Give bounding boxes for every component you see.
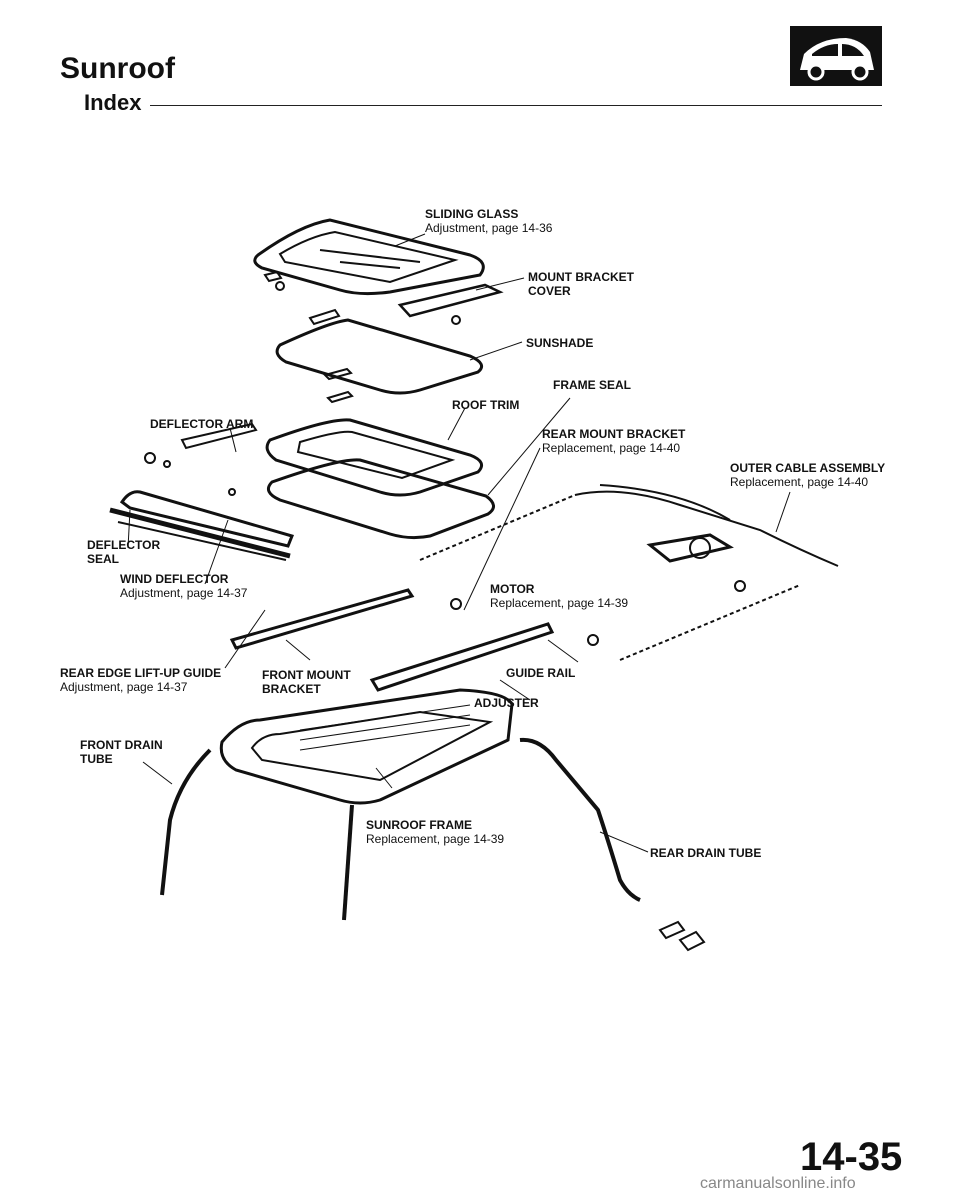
label-frame-seal: FRAME SEAL	[553, 378, 631, 392]
section-subtitle: Index	[84, 90, 142, 115]
label-roof-trim: ROOF TRIM	[452, 398, 520, 412]
sunshade-part	[275, 318, 484, 404]
label-guide-rail: GUIDE RAIL	[506, 666, 576, 680]
sliding-glass-part	[253, 218, 485, 296]
label-sunshade: SUNSHADE	[526, 336, 594, 350]
roof-trim-part	[265, 418, 495, 540]
label-adjuster: ADJUSTER	[474, 696, 539, 710]
guide-rail-part	[229, 484, 839, 692]
label-mount-bracket-cover: MOUNT BRACKET COVER	[528, 270, 634, 298]
label-motor: MOTOR Replacement, page 14-39	[490, 582, 629, 610]
deflector-part	[109, 422, 295, 561]
drain-tube-part	[160, 737, 706, 952]
sunroof-frame-part	[219, 688, 514, 805]
label-rear-drain-tube: REAR DRAIN TUBE	[650, 846, 762, 860]
mount-bracket-cover-part	[263, 270, 504, 326]
label-rear-mount-bracket: REAR MOUNT BRACKET Replacement, page 14-…	[542, 427, 686, 455]
label-front-mount-bracket: FRONT MOUNT BRACKET	[262, 668, 351, 696]
leader-lines	[127, 233, 791, 853]
header-rule	[150, 105, 882, 106]
label-deflector-arm: DEFLECTOR ARM	[150, 417, 254, 431]
label-deflector-seal: DEFLECTOR SEAL	[87, 538, 161, 566]
label-wind-deflector: WIND DEFLECTOR Adjustment, page 14-37	[120, 572, 248, 600]
label-rear-edge-lift-up-guide: REAR EDGE LIFT-UP GUIDE Adjustment, page…	[60, 666, 222, 694]
car-icon	[790, 26, 882, 86]
page-number: 14-35	[800, 1135, 903, 1179]
page-title: Sunroof	[60, 52, 175, 85]
footer-watermark: carmanualsonline.info	[700, 1175, 856, 1192]
label-sliding-glass: SLIDING GLASS Adjustment, page 14-36	[425, 207, 553, 235]
label-front-drain-tube: FRONT DRAIN TUBE	[80, 738, 163, 766]
label-outer-cable-assembly: OUTER CABLE ASSEMBLY Replacement, page 1…	[730, 461, 886, 489]
label-sunroof-frame: SUNROOF FRAME Replacement, page 14-39	[366, 818, 505, 846]
